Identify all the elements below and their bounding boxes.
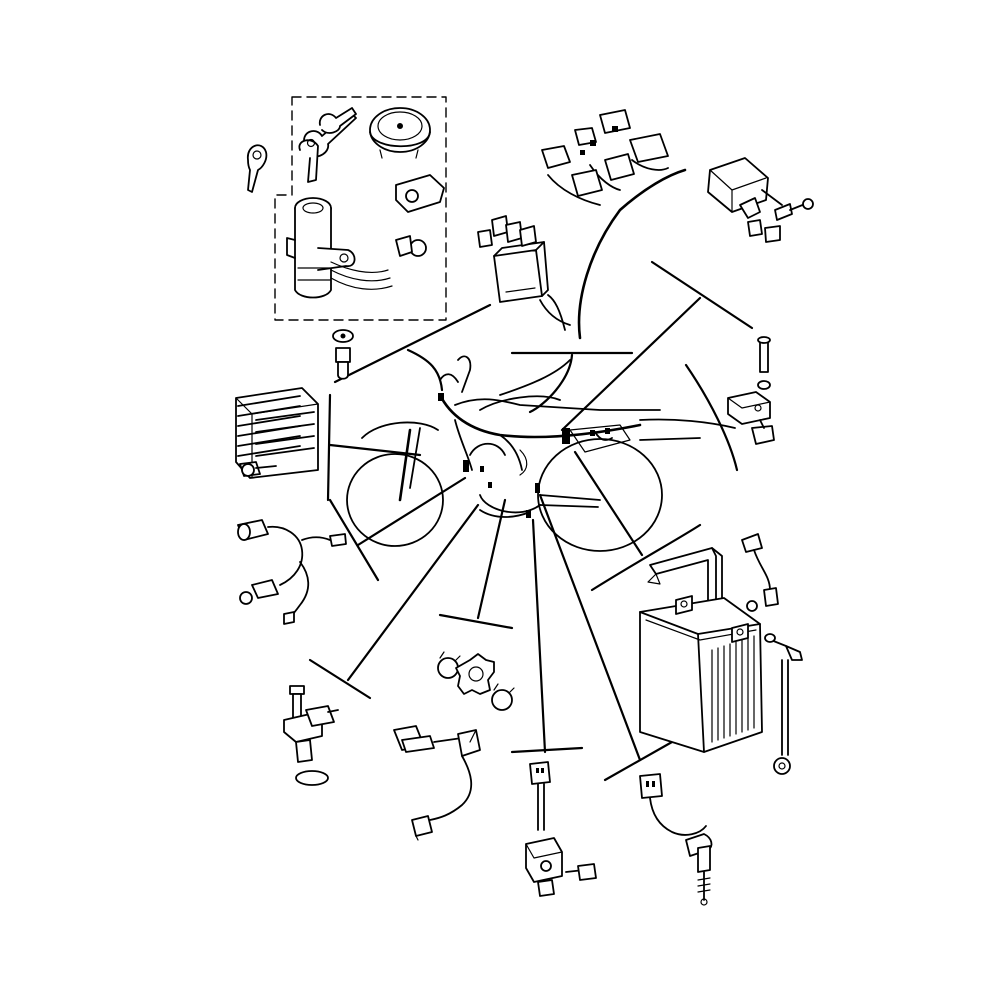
sidestand-switch-icon bbox=[639, 773, 713, 906]
ignition-switch-kit-icon bbox=[247, 96, 447, 380]
wire-harness-icon bbox=[438, 359, 642, 518]
small-lock-icon bbox=[395, 235, 427, 257]
key-pair-icon bbox=[298, 107, 357, 183]
fuse-box-icon bbox=[477, 215, 571, 326]
battery-lead-icon bbox=[741, 533, 803, 775]
key-icon bbox=[247, 144, 268, 193]
sensor-lead-icon bbox=[237, 519, 347, 625]
crank-sensor-icon bbox=[283, 685, 339, 786]
leader-lines bbox=[308, 260, 754, 782]
battery-icon bbox=[639, 595, 763, 753]
neutral-switch-icon bbox=[525, 761, 597, 897]
starter-relay-icon bbox=[707, 157, 814, 243]
clamp-icon bbox=[437, 651, 515, 711]
lock-cylinder-icon bbox=[395, 174, 445, 213]
rectifier-regulator-icon bbox=[235, 387, 319, 479]
fuel-cap-icon bbox=[369, 107, 431, 159]
relay-icon bbox=[541, 109, 687, 340]
ignition-switch-icon bbox=[286, 197, 393, 299]
bolt-icon bbox=[332, 329, 354, 380]
motorcycle-outline-icon bbox=[346, 355, 736, 552]
speed-sensor-icon bbox=[393, 725, 481, 841]
small-relay-icon bbox=[727, 336, 775, 445]
